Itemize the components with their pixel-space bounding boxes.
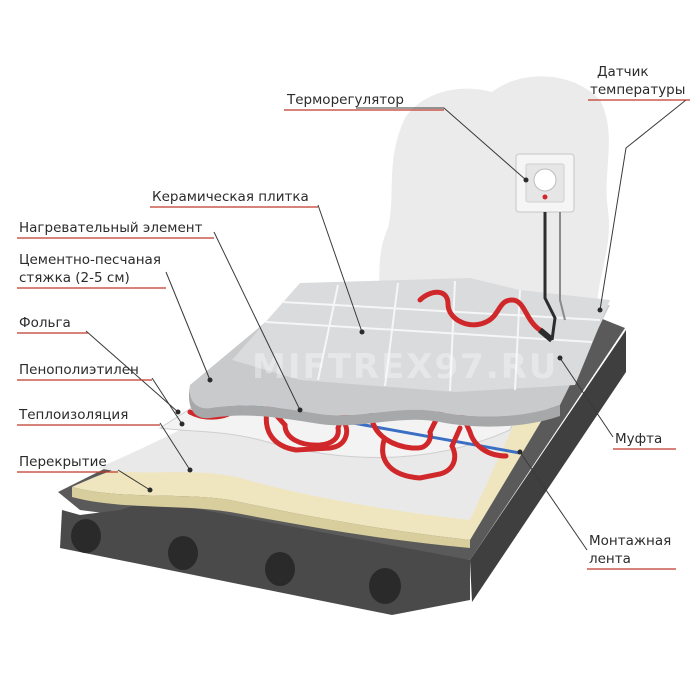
label-cement-screed-line2: стяжка (2-5 см) (19, 270, 130, 286)
label-temperature-sensor-line2: температуры (590, 82, 685, 98)
leader-lines (85, 99, 687, 551)
thermostat-dial (533, 168, 557, 192)
slab-hole (265, 552, 295, 586)
heating-cable-lead (417, 289, 543, 333)
watermark: MIFTREX97.RU (252, 347, 559, 387)
label-heating-element: Нагревательный элемент (19, 220, 203, 236)
slab-front-face (60, 500, 470, 615)
label-coupling: Муфта (615, 431, 662, 447)
wall (375, 76, 609, 330)
label-mounting-tape-line1: Монтажная (589, 533, 671, 549)
thermostat-conduit (543, 212, 557, 341)
slab-hole (71, 519, 101, 553)
slab-hole (369, 568, 401, 604)
label-ceramic-tile: Керамическая плитка (152, 189, 309, 205)
label-temperature-sensor-line1: Датчик (597, 64, 649, 80)
label-thermostat: Терморегулятор (286, 92, 404, 108)
label-floor-slab: Перекрытие (19, 454, 107, 470)
cable-conduit (538, 327, 554, 343)
thermostat-indicator (542, 194, 548, 200)
tile-grout (265, 280, 601, 392)
label-thermal-insulation: Теплоизоляция (18, 407, 128, 423)
heating-cable (263, 402, 463, 481)
leader-dots (147, 177, 603, 493)
thermal-insulation-edge (72, 487, 470, 548)
label-foil: Фольга (19, 315, 71, 331)
label-polyethylene-foam: Пенополиэтилен (19, 362, 139, 378)
sensor-conduit (559, 212, 566, 321)
cement-screed-edge (188, 385, 561, 427)
label-cement-screed-line1: Цементно-песчаная (19, 252, 161, 268)
label-mounting-tape-line2: лента (589, 551, 631, 567)
slab-hole (168, 536, 198, 570)
